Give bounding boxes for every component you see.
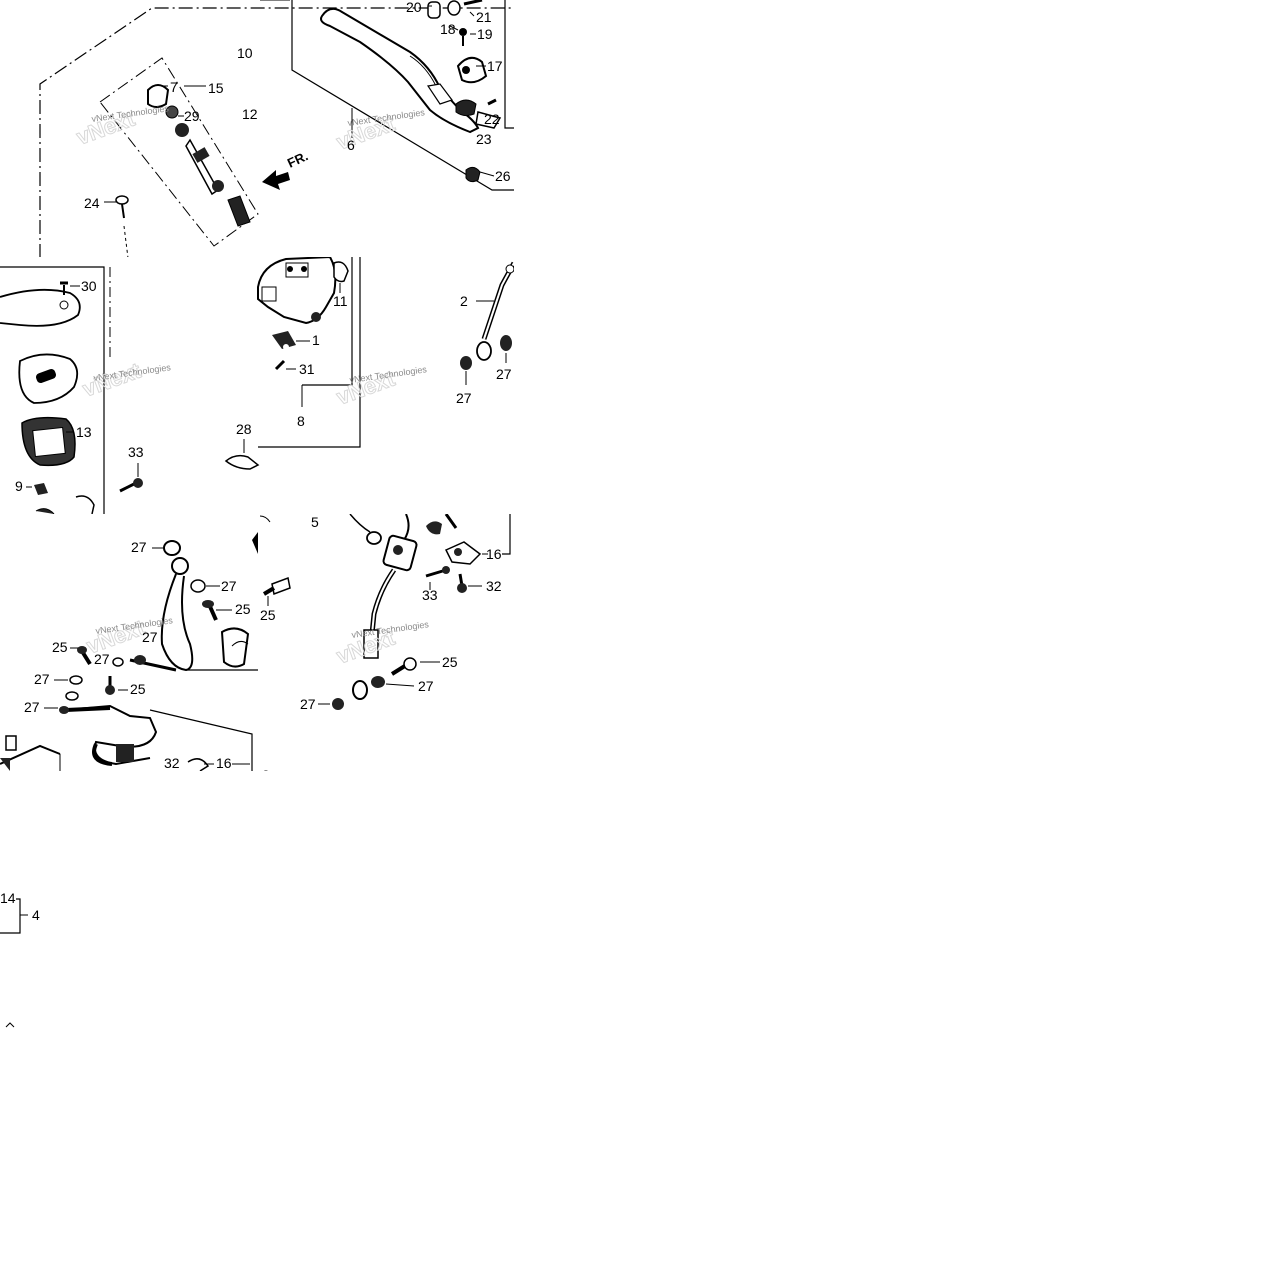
callout-6: 6 bbox=[347, 137, 355, 153]
callout-9: 9 bbox=[15, 478, 23, 494]
callout-13: 13 bbox=[76, 424, 92, 440]
callout-26: 26 bbox=[495, 168, 511, 184]
callout-27-right2: 27 bbox=[418, 678, 434, 694]
callout-19: 19 bbox=[477, 26, 493, 42]
callout-25-mid: 25 bbox=[235, 601, 251, 617]
diagram-tile-master-cylinder: vNext vNext Technologies vNext vNext Tec… bbox=[0, 257, 514, 514]
callout-25-low: 25 bbox=[130, 681, 146, 697]
callout-21: 21 bbox=[476, 9, 492, 25]
callout-27-inner: 27 bbox=[94, 651, 110, 667]
callout-7: 7 bbox=[170, 79, 178, 95]
callout-4: 4 bbox=[32, 907, 40, 923]
callout-12: 12 bbox=[242, 106, 258, 122]
callout-32-left: 32 bbox=[164, 755, 180, 771]
callout-27-top: 27 bbox=[131, 539, 147, 555]
callout-8: 8 bbox=[297, 413, 305, 429]
diagram-tile-fragment: 14 4 bbox=[0, 771, 514, 1028]
callout-27b: 27 bbox=[496, 366, 512, 382]
callout-17: 17 bbox=[487, 58, 503, 74]
callout-18: 18 bbox=[440, 21, 456, 37]
callout-28: 28 bbox=[236, 421, 252, 437]
callout-30: 30 bbox=[81, 278, 97, 294]
callout-20: 20 bbox=[406, 0, 422, 15]
callout-27-right: 27 bbox=[221, 578, 237, 594]
callout-24: 24 bbox=[84, 195, 100, 211]
front-direction-label: FR. bbox=[285, 148, 310, 170]
callout-31: 31 bbox=[299, 361, 315, 377]
callout-33-right: 33 bbox=[422, 587, 438, 603]
callout-25-right: 25 bbox=[442, 654, 458, 670]
callout-27-low: 27 bbox=[24, 699, 40, 715]
callout-27-upper: 27 bbox=[142, 629, 158, 645]
diagram-tile-lever-assembly: vNext vNext Technologies vNext vNext Tec… bbox=[0, 0, 514, 257]
callout-27-left2: 27 bbox=[34, 671, 50, 687]
callout-27-right-low: 27 bbox=[300, 696, 316, 712]
callout-5: 5 bbox=[311, 514, 319, 530]
callout-29: 29 bbox=[184, 108, 200, 124]
callout-25-far: 25 bbox=[260, 607, 276, 623]
callout-23: 23 bbox=[476, 131, 492, 147]
callout-25-left: 25 bbox=[52, 639, 68, 655]
callout-10: 10 bbox=[237, 45, 253, 61]
callout-1: 1 bbox=[312, 332, 320, 348]
callout-3: 3 bbox=[262, 767, 270, 771]
callout-33: 33 bbox=[128, 444, 144, 460]
callout-32-right: 32 bbox=[486, 578, 502, 594]
callout-11: 11 bbox=[333, 293, 348, 309]
callout-15: 15 bbox=[208, 80, 224, 96]
callout-27a: 27 bbox=[456, 390, 472, 406]
diagram-tile-brake-hoses: vNext vNext Technologies vNext vNext Tec… bbox=[0, 514, 514, 771]
callout-14: 14 bbox=[0, 890, 16, 906]
callout-16-left: 16 bbox=[216, 755, 232, 771]
callout-16-right: 16 bbox=[486, 546, 502, 562]
callout-2: 2 bbox=[460, 293, 468, 309]
callout-22: 22 bbox=[484, 111, 500, 127]
